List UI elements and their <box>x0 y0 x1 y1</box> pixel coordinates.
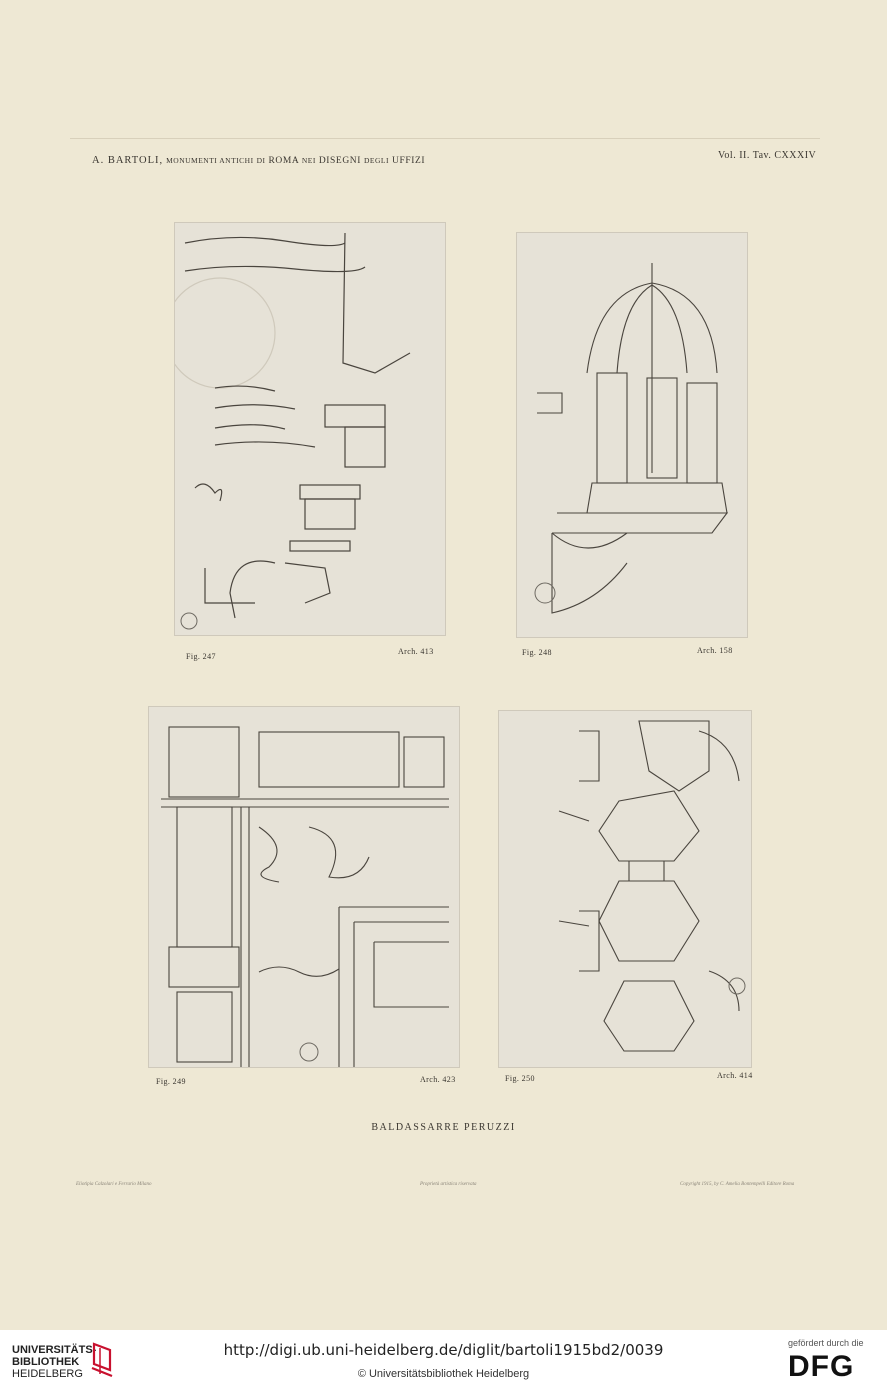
figure-249-drawing <box>148 706 460 1068</box>
header-title-1: MONUMENTI ANTICHI <box>166 156 254 165</box>
arch-413-label: Arch. 413 <box>398 647 434 656</box>
running-header: A. BARTOLI, MONUMENTI ANTICHI DI ROMA NE… <box>92 155 425 166</box>
header-title-2: DI <box>256 156 266 165</box>
volume-label: Vol. II. Tav. CXXXIV <box>718 150 817 161</box>
fig-247-label: Fig. 247 <box>186 652 216 661</box>
ub-line-1: UNIVERSITÄTS- <box>12 1344 97 1356</box>
funded-by-text: gefördert durch die <box>788 1338 864 1348</box>
fig-249-label: Fig. 249 <box>156 1077 186 1086</box>
ub-logo-icon[interactable] <box>88 1340 116 1384</box>
header-title-7: UFFIZI <box>392 156 426 166</box>
permalink-url[interactable]: http://digi.ub.uni-heidelberg.de/diglit/… <box>223 1341 664 1359</box>
ub-line-2: BIBLIOTHEK <box>12 1356 80 1368</box>
ub-heidelberg-logo-text[interactable]: UNIVERSITÄTS- BIBLIOTHEK HEIDELBERG <box>12 1344 96 1380</box>
library-copyright: © Universitätsbibliothek Heidelberg <box>357 1368 530 1380</box>
footer-printer: Eliotipia Calzolari e Ferrario Milano <box>76 1182 152 1187</box>
footer-rights: Proprietà artistica riservata <box>420 1182 477 1187</box>
header-title-3: ROMA <box>268 156 299 166</box>
arch-158-label: Arch. 158 <box>697 646 733 655</box>
plate-title: BALDASSARRE PERUZZI <box>371 1122 516 1133</box>
header-title-4: NEI <box>301 156 316 165</box>
fig-250-label: Fig. 250 <box>505 1074 535 1083</box>
footer-copyright: Copyright 1915, by C. Amelia Bontempelli… <box>680 1182 795 1187</box>
fig-248-label: Fig. 248 <box>522 648 552 657</box>
header-rule <box>70 138 820 139</box>
figure-248-sketch <box>534 263 729 614</box>
ub-line-3: HEIDELBERG <box>12 1368 83 1380</box>
figure-248-drawing <box>516 232 748 638</box>
dfg-logo[interactable]: DFG <box>788 1350 855 1383</box>
figure-250-sketch <box>558 720 746 1052</box>
figure-247-sketch <box>175 232 411 630</box>
figure-250-drawing <box>498 710 752 1068</box>
arch-423-label: Arch. 423 <box>420 1075 456 1084</box>
plate-page <box>0 0 887 1330</box>
figure-249-sketch <box>161 726 449 1067</box>
library-footer-bar <box>0 1330 887 1392</box>
header-author: A. BARTOLI, <box>92 155 164 166</box>
header-title-5: DISEGNI <box>318 156 362 166</box>
arch-414-label: Arch. 414 <box>717 1071 753 1080</box>
figure-247-drawing <box>174 222 446 636</box>
header-title-6: DEGLI <box>364 156 390 165</box>
